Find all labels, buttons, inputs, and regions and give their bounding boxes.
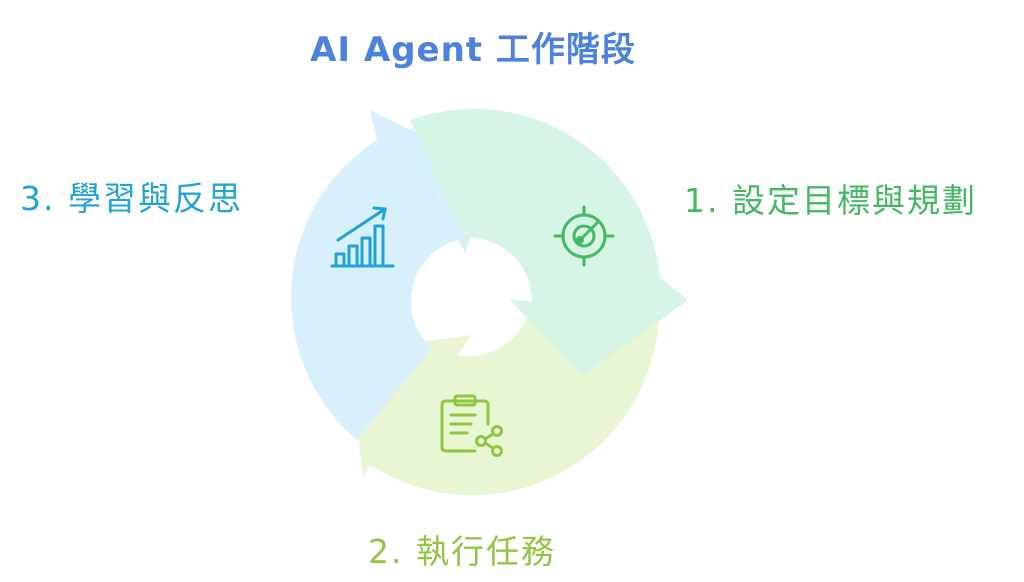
- growth-chart-icon: [330, 206, 395, 268]
- stage-2-label: 2. 執行任務: [368, 532, 556, 571]
- clipboard-share-icon: [440, 394, 503, 457]
- stage-1-label: 1. 設定目標與規劃: [684, 181, 977, 220]
- target-icon: [553, 205, 615, 267]
- stage-3-label: 3. 學習與反思: [20, 179, 243, 218]
- diagram-title: AI Agent 工作階段: [310, 30, 636, 70]
- stage-1-arrow: [410, 108, 688, 376]
- stage-3-arrow: [290, 110, 487, 440]
